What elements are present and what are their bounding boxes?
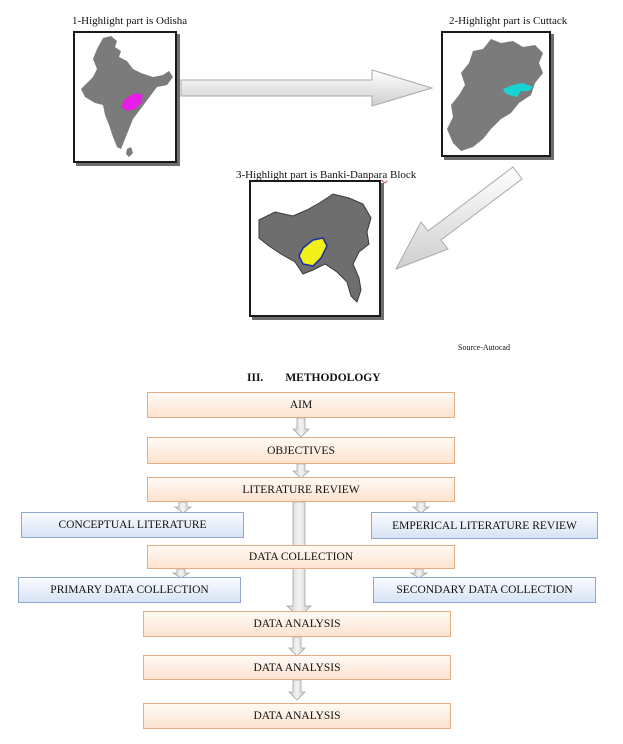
odisha-map [441, 31, 551, 157]
block-highlight [298, 237, 328, 267]
section-title: METHODOLOGY [285, 372, 381, 384]
caption-odisha: 1-Highlight part is Odisha [72, 15, 188, 27]
flow-box-secondary-data-collection: SECONDARY DATA COLLECTION [373, 577, 596, 603]
flow-box-data-analysis-2: DATA ANALYSIS [143, 655, 451, 680]
flow-data-analysis-3-label: DATA ANALYSIS [253, 710, 341, 722]
flow-conceptual-literature-label: CONCEPTUAL LITERATURE [58, 519, 207, 531]
flow-primary-data-collection-label: PRIMARY DATA COLLECTION [50, 584, 209, 596]
caption-cuttack: 2-Highlight part is Cuttack [449, 15, 568, 27]
flow-data-analysis-2-label: DATA ANALYSIS [253, 661, 341, 674]
cuttack-map [249, 180, 381, 317]
flow-box-literature-review: LITERATURE REVIEW [147, 477, 455, 502]
flow-data-collection-label: DATA COLLECTION [248, 551, 354, 563]
india-map-svg [81, 36, 173, 157]
cuttack-map-svg [258, 193, 372, 303]
odisha-map-svg [447, 39, 543, 151]
odisha-highlight [121, 93, 143, 111]
flow-secondary-data-collection-label: SECONDARY DATA COLLECTION [396, 584, 573, 596]
cuttack-highlight [503, 83, 533, 97]
flow-emperical-literature-review-label: EMPERICAL LITERATURE REVIEW [392, 519, 577, 532]
connector-aim-objectives [292, 417, 310, 438]
odisha-shape [447, 39, 543, 151]
map-arrows [180, 69, 523, 270]
connector-literature-emperical [411, 501, 431, 514]
caption-block-prefix: 3-Highlight part is [236, 169, 321, 181]
arrow-down-left-icon [394, 166, 523, 270]
connector-literature-conceptual [173, 501, 193, 514]
connector-analysis-2-3 [288, 679, 306, 701]
flow-objectives-label: OBJECTIVES [267, 444, 335, 457]
flow-data-analysis-1-label: DATA ANALYSIS [253, 618, 341, 630]
flow-box-data-collection: DATA COLLECTION [147, 545, 455, 569]
section-heading: III. METHODOLOGY [247, 372, 381, 384]
flow-box-primary-data-collection: PRIMARY DATA COLLECTION [18, 577, 241, 603]
arrow-right-icon [180, 69, 434, 107]
section-number: III. [247, 372, 264, 384]
flow-box-emperical-literature-review: EMPERICAL LITERATURE REVIEW [371, 512, 598, 539]
flow-literature-review-label: LITERATURE REVIEW [242, 483, 360, 496]
source-label: Source-Autocad [458, 343, 510, 352]
caption-block-name: Banki-Danpara [320, 169, 388, 181]
connector-collection-secondary [409, 568, 429, 579]
flow-box-data-analysis-3: DATA ANALYSIS [143, 703, 451, 729]
india-shape [81, 36, 173, 149]
flow-box-objectives: OBJECTIVES [147, 437, 455, 464]
flow-box-data-analysis-1: DATA ANALYSIS [143, 611, 451, 637]
caption-block-suffix: Block [387, 169, 417, 181]
caption-block: 3-Highlight part is Banki-Danpara Block [236, 169, 416, 181]
flow-box-aim: AIM [147, 392, 455, 418]
sri-lanka-shape [126, 147, 133, 157]
flow-aim-label: AIM [289, 399, 313, 411]
india-map [73, 31, 177, 163]
flow-box-conceptual-literature: CONCEPTUAL LITERATURE [21, 512, 244, 538]
connector-analysis-1-2 [288, 636, 306, 657]
connector-objectives-literature [291, 463, 311, 479]
connector-collection-primary [171, 568, 191, 579]
